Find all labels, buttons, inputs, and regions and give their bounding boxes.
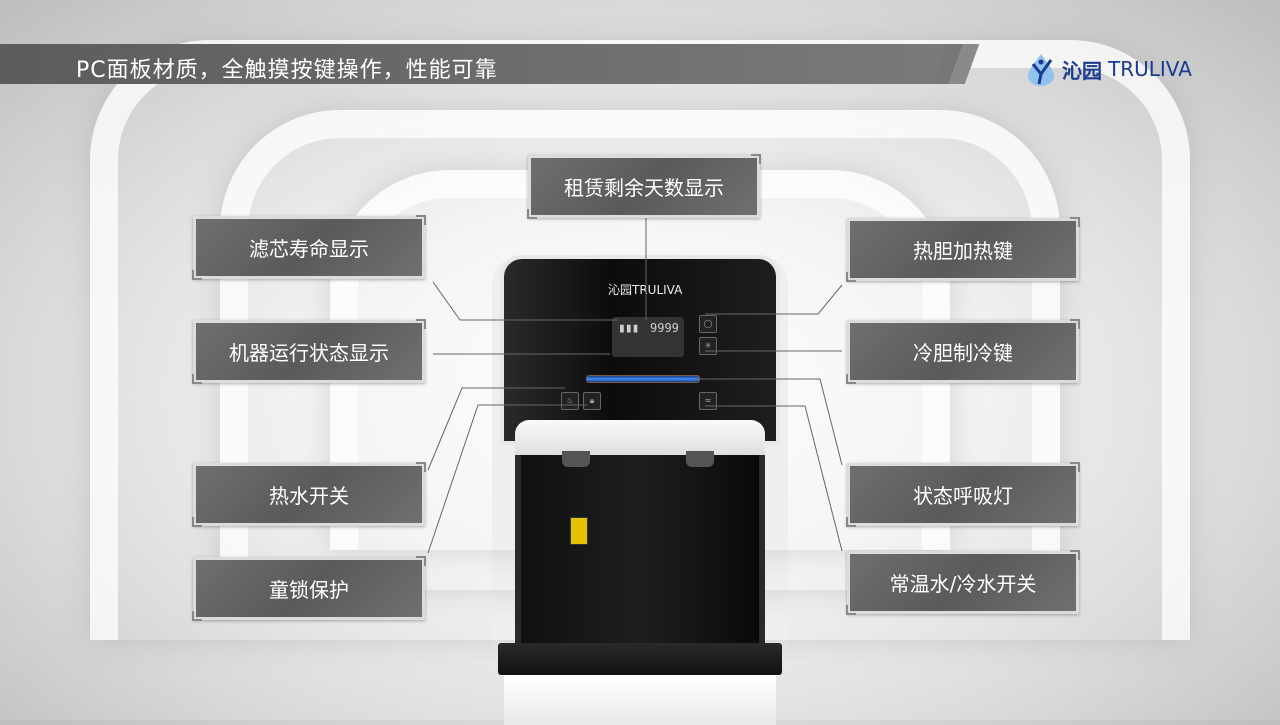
hot-tap: [562, 451, 590, 467]
callout-heat-key: 热胆加热键: [846, 217, 1080, 282]
callout-normal-cold-water: 常温水/冷水开关: [846, 550, 1080, 615]
cup-cavity: [515, 455, 765, 645]
callout-rental-days: 租赁剩余天数显示: [527, 154, 761, 219]
filter-bars-icon: ▮▮▮: [618, 321, 640, 336]
page-title: PC面板材质，全触摸按键操作，性能可靠: [76, 58, 498, 83]
heat-button[interactable]: ◯: [699, 315, 717, 333]
callout-hot-water: 热水开关: [192, 462, 426, 527]
callout-run-status: 机器运行状态显示: [192, 319, 426, 384]
brand-logo: 沁园 TRULIVA: [1026, 52, 1192, 86]
title-bar: [0, 44, 950, 84]
water-dispenser: 沁园TRULIVA ▮▮▮ 9999 ◯ ✳ ♨ 🔒︎ ≈: [492, 255, 788, 725]
child-lock-button[interactable]: 🔒︎: [583, 392, 601, 410]
drip-tray: [498, 643, 782, 675]
callout-filter-life: 滤芯寿命显示: [192, 215, 426, 280]
water-drop-person-icon: [1028, 54, 1054, 86]
callout-child-lock: 童锁保护: [192, 556, 426, 621]
brand-name-cn: 沁园: [1062, 58, 1102, 83]
machine-logo: 沁园TRULIVA: [608, 283, 683, 297]
callout-breath-light: 状态呼吸灯: [846, 462, 1080, 527]
warning-sticker: [570, 517, 588, 545]
display-screen: ▮▮▮ 9999: [612, 317, 684, 357]
cold-tap: [686, 451, 714, 467]
dispenser-top-tray: [515, 420, 765, 458]
brand-name-en: TRULIVA: [1108, 57, 1192, 81]
dispenser-cabinet: [504, 675, 776, 725]
rental-days-value: 9999: [650, 321, 679, 335]
callout-cool-key: 冷胆制冷键: [846, 319, 1080, 384]
